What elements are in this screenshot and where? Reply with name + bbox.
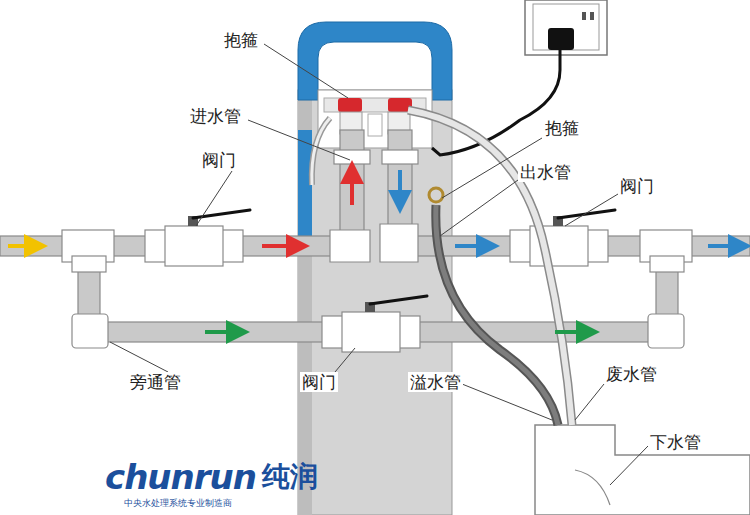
part-label: 溢水管 [408,372,463,392]
hoses [312,110,572,425]
part-label: 出水管 [518,162,573,182]
part-label: 阀门 [300,372,338,392]
brand-tagline: 中央水处理系统专业制造商 [122,498,234,509]
softener-tank [298,22,452,515]
valve [510,210,615,266]
drain-pipe [535,425,750,515]
part-label: 废水管 [604,364,659,384]
valve [322,296,427,352]
part-label: 抱箍 [543,118,581,138]
brand-logo: 纯润 [260,458,320,496]
part-label: 进水管 [188,106,243,126]
part-label: 下水管 [648,432,703,452]
flow-arrows [8,170,740,332]
pipework [0,130,750,342]
leader-lines [110,44,648,485]
valve [145,210,250,266]
part-label: 阀门 [618,176,656,196]
brand-logo: chunrun [103,458,258,496]
part-label: 阀门 [200,150,238,170]
power-socket [432,0,607,155]
part-label: 旁通管 [128,372,183,392]
part-label: 抱箍 [222,30,260,50]
